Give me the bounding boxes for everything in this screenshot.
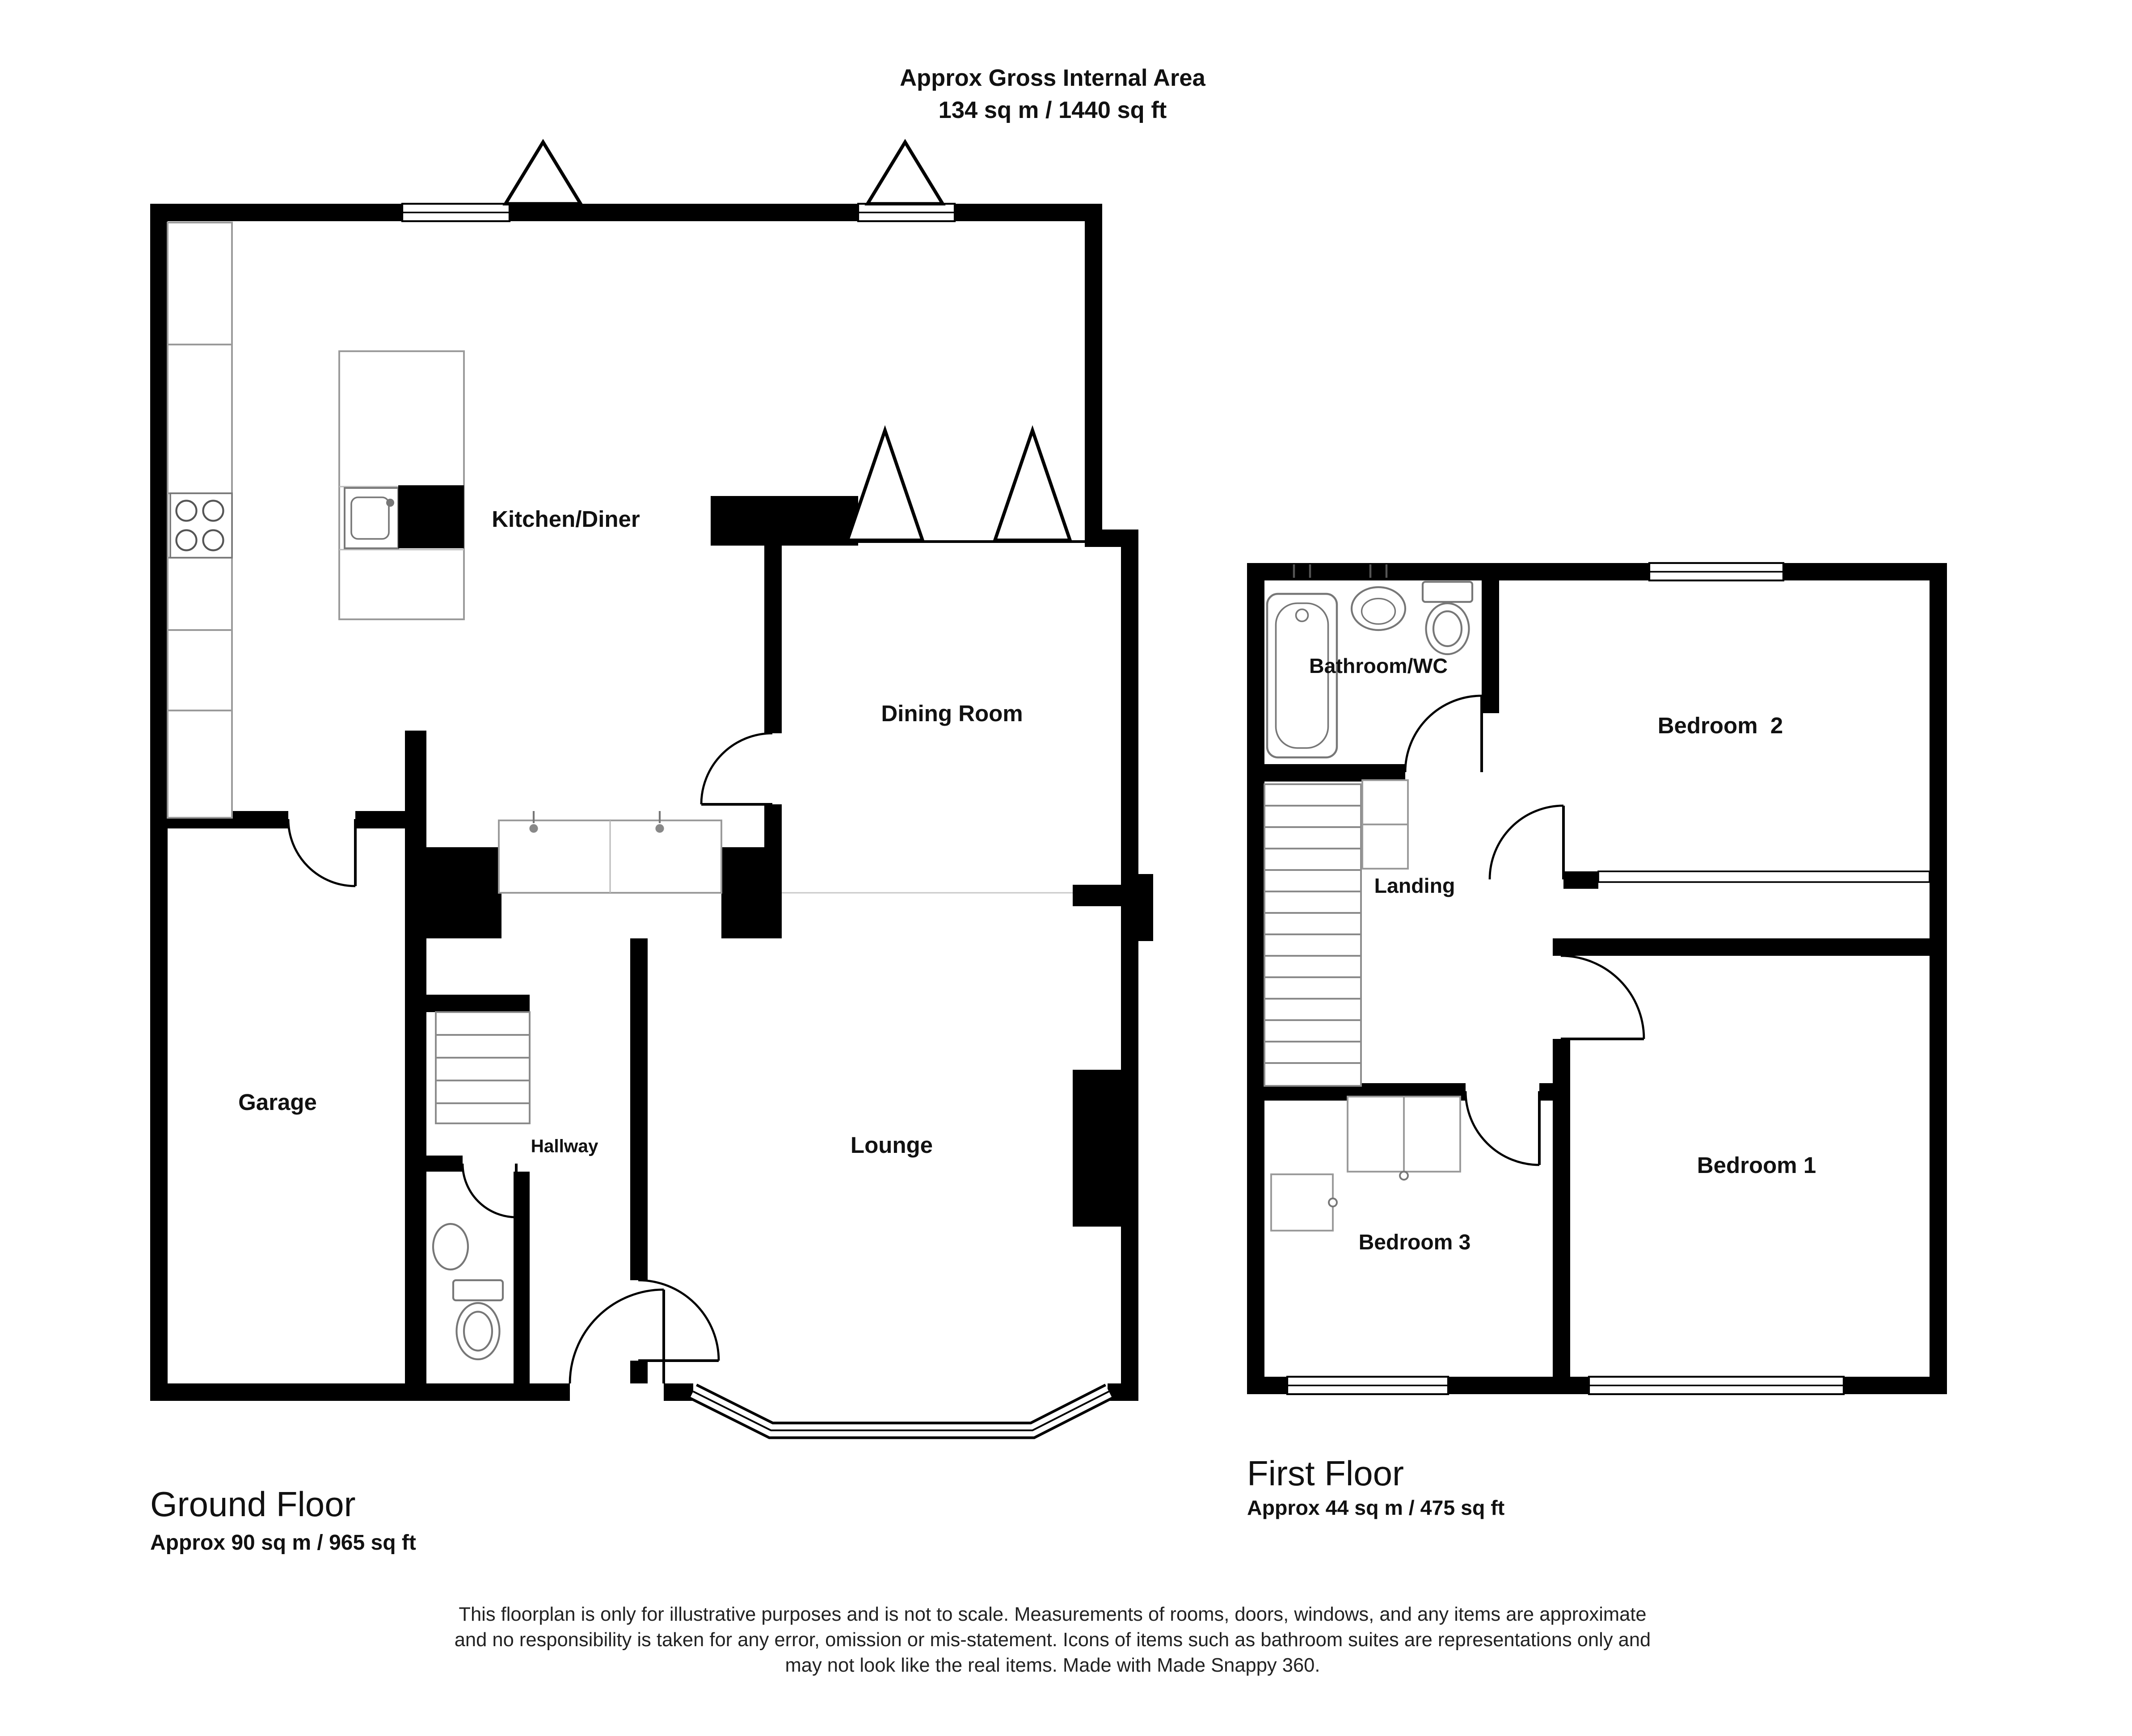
- door-arc: [569, 1288, 665, 1384]
- gable-icon: [845, 425, 925, 542]
- gable-icon: [864, 139, 946, 206]
- bathtub-icon: [1266, 564, 1338, 759]
- gable-icon: [992, 425, 1073, 542]
- room-label-bedroom-2: Bedroom 2: [1657, 713, 1783, 739]
- built-in-wardrobe: [1597, 870, 1930, 883]
- sink-icon: [344, 487, 399, 549]
- door-arc: [700, 732, 773, 806]
- fireplace: [1073, 1070, 1121, 1227]
- hall-counter-unit: [498, 811, 722, 894]
- room-label-hallway: Hallway: [531, 1136, 598, 1156]
- first-doors: [1404, 694, 1645, 1166]
- ground-floor-plan: [150, 139, 1153, 1439]
- gable-icons: [502, 139, 1073, 542]
- wc-fixtures: [432, 1223, 504, 1361]
- room-label-garage: Garage: [238, 1090, 317, 1115]
- sink-icon: [1350, 564, 1407, 631]
- window: [1648, 562, 1785, 582]
- first-windows: [1286, 562, 1845, 1396]
- room-label-lounge: Lounge: [850, 1133, 933, 1158]
- island-hob-block: [398, 485, 464, 548]
- faucet-icon: [529, 811, 538, 833]
- first-floor-area: Approx 44 sq m / 475 sq ft: [1247, 1497, 1505, 1520]
- ground-exterior-walls: [150, 204, 1153, 1401]
- disclaimer-line-2: and no responsibility is taken for any e…: [454, 1630, 1651, 1652]
- stairs-first: [1264, 783, 1362, 1087]
- door-arc: [638, 1279, 720, 1362]
- toilet-icon: [452, 1279, 504, 1361]
- disclaimer-line-1: This floorplan is only for illustrative …: [459, 1605, 1647, 1626]
- room-label-bedroom-1: Bedroom 1: [1697, 1153, 1816, 1178]
- header-line-2: 134 sq m / 1440 sq ft: [938, 97, 1167, 123]
- door-arc: [287, 819, 357, 887]
- chimney-stub: [1138, 874, 1153, 941]
- window: [1286, 1375, 1449, 1396]
- ground-doors: [287, 732, 773, 1384]
- header: Approx Gross Internal Area 134 sq m / 14…: [0, 62, 2105, 126]
- stairs-ground: [435, 1011, 531, 1124]
- bedroom3-furniture: [1270, 1096, 1461, 1232]
- window: [1588, 1375, 1845, 1396]
- sink-icon: [432, 1223, 469, 1271]
- window: [401, 202, 511, 223]
- hob-icon: [169, 492, 233, 559]
- bay-window: [689, 1383, 1113, 1439]
- gable-icon: [502, 139, 584, 206]
- airing-cupboard: [1361, 779, 1409, 870]
- ground-interior-walls: [168, 496, 1121, 1383]
- disclaimer-line-3: may not look like the real items. Made w…: [785, 1656, 1320, 1677]
- ground-floor-area: Approx 90 sq m / 965 sq ft: [150, 1532, 416, 1555]
- first-floor-plan: [1247, 562, 1947, 1396]
- toilet-icon: [1421, 580, 1474, 656]
- room-label-bathroom-wc: Bathroom/WC: [1309, 656, 1448, 678]
- room-label-landing: Landing: [1374, 875, 1455, 898]
- door-arc: [1488, 804, 1565, 880]
- bathroom-fixtures: [1266, 564, 1474, 759]
- room-label-bedroom-3: Bedroom 3: [1358, 1232, 1471, 1255]
- ground-windows: [401, 202, 956, 223]
- faucet-icon: [655, 811, 664, 833]
- first-interior-walls: [1264, 579, 1947, 1377]
- ground-floor-title: Ground Floor: [150, 1484, 356, 1524]
- window: [857, 202, 956, 223]
- disclaimer: This floorplan is only for illustrative …: [0, 1603, 2105, 1680]
- room-label-dining-room: Dining Room: [881, 701, 1023, 727]
- door-arc: [1404, 694, 1483, 773]
- kitchen-island: [338, 350, 465, 620]
- first-floor-title: First Floor: [1247, 1453, 1404, 1493]
- door-arc: [1560, 954, 1645, 1040]
- header-line-1: Approx Gross Internal Area: [900, 64, 1205, 91]
- door-arc: [1464, 1091, 1541, 1166]
- door-arc: [461, 1163, 518, 1219]
- room-label-kitchen-diner: Kitchen/Diner: [492, 507, 640, 532]
